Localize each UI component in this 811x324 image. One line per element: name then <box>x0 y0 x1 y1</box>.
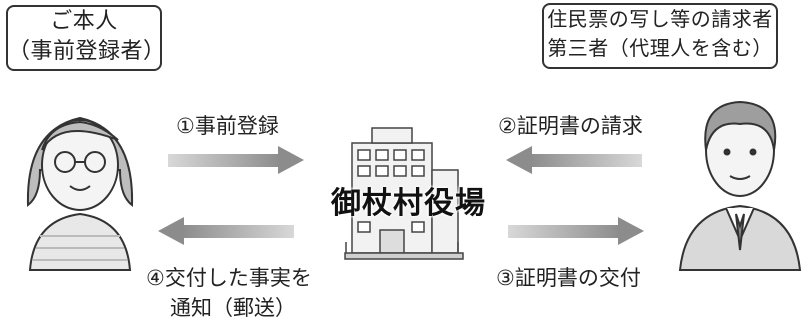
step-1-label: ①事前登録 <box>176 114 279 138</box>
person-woman-icon <box>26 116 134 271</box>
requester-sublabel: 第三者（代理人を含む） <box>547 36 773 60</box>
person-man-icon <box>678 100 802 271</box>
arrow-request <box>506 146 642 174</box>
building-icon <box>344 127 464 260</box>
arrow-issuance <box>508 217 644 245</box>
step-4-label: ④交付した事実を <box>146 266 312 290</box>
arrow-notification <box>158 217 294 245</box>
self-label: ご本人 <box>50 9 118 34</box>
arrow-registration <box>168 146 304 174</box>
step-4-label-line2: 通知（郵送） <box>170 296 296 320</box>
step-3-label: ③証明書の交付 <box>496 266 641 290</box>
village-office-name: 御杖村役場 <box>331 186 486 221</box>
step-2-label: ②証明書の請求 <box>498 114 643 138</box>
requester-box: 住民票の写し等の請求者 第三者（代理人を含む） <box>542 3 778 69</box>
requester-label: 住民票の写し等の請求者 <box>547 7 773 31</box>
self-registrant-box: ご本人 （事前登録者） <box>6 5 166 71</box>
self-sublabel: （事前登録者） <box>8 39 166 64</box>
